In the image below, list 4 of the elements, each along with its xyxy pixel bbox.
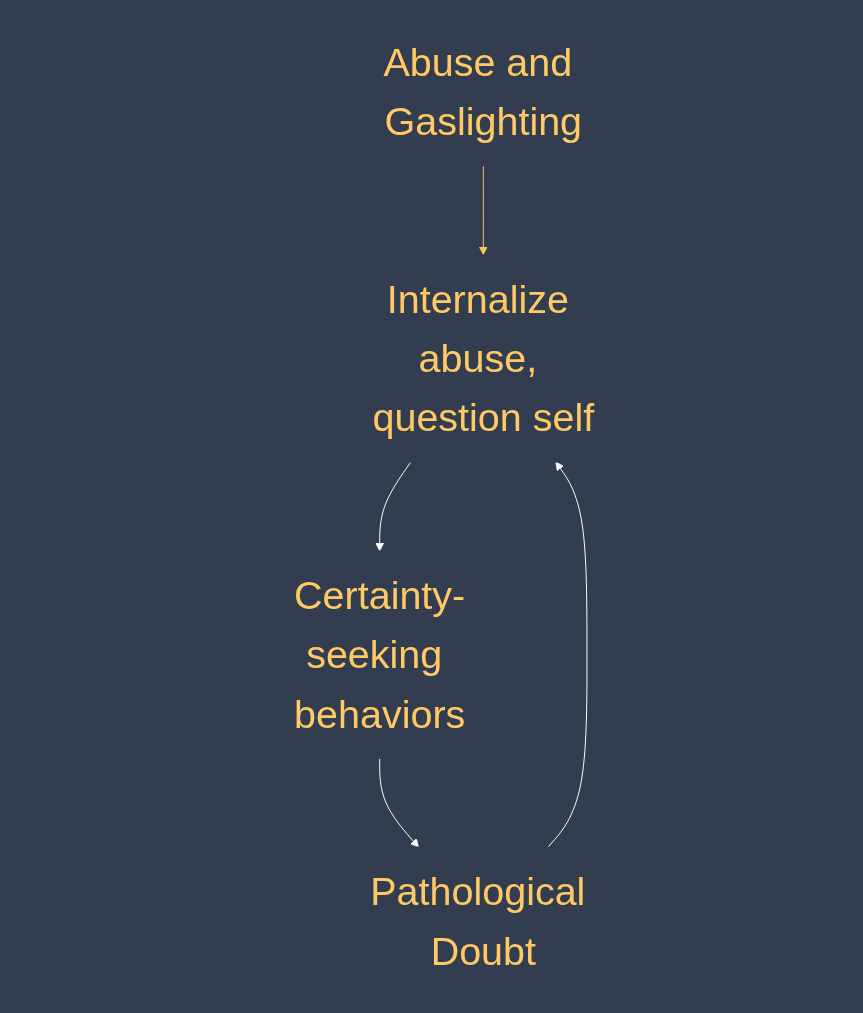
node-text: Certainty-seeking behaviors — [294, 573, 466, 736]
node-text: Abuse and Gaslighting — [383, 40, 583, 144]
node-text: Internalize abuse, question self — [372, 277, 595, 440]
node-text: Pathological Doubt — [370, 869, 586, 973]
